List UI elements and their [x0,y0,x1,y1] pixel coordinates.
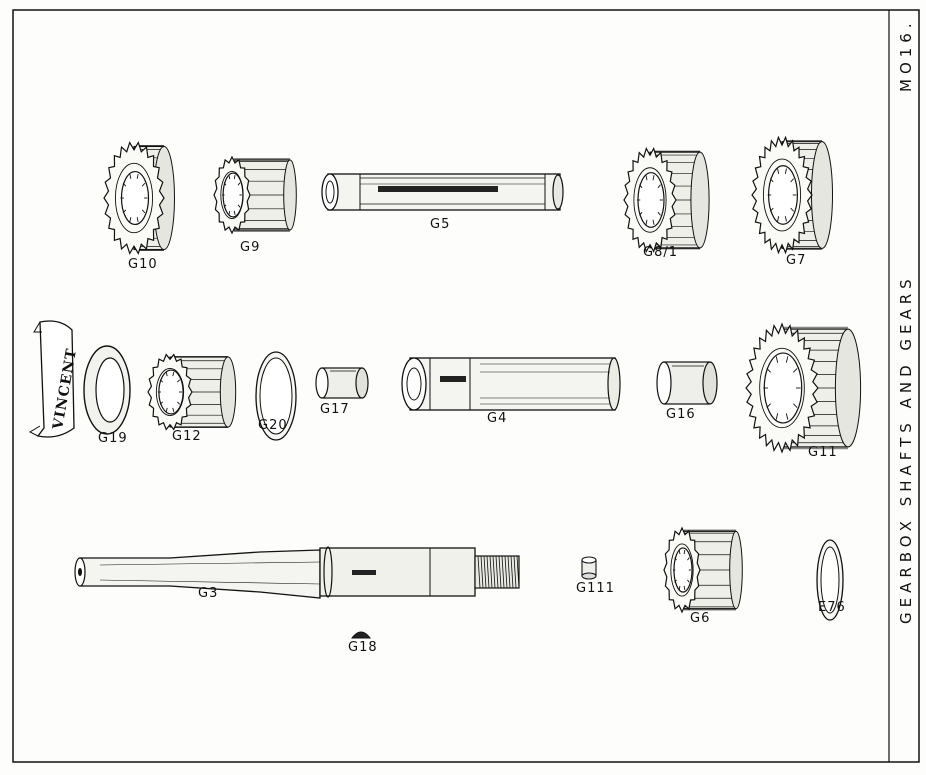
label-g3: G3 [198,586,219,601]
washer-g20 [255,351,297,441]
washer-g19 [83,345,131,435]
label-g5: G5 [430,217,451,232]
label-g10: G10 [128,257,158,272]
label-g16: G16 [666,407,696,422]
gear-g6 [663,526,743,614]
sheet-border [12,9,920,763]
gear-g7 [751,135,833,255]
label-g7: G7 [786,253,807,268]
gear-g8-1 [623,146,710,254]
label-g8-1: G8/1 [643,245,678,260]
mainshaft-g3 [74,546,520,599]
washer-e76 [816,539,844,621]
drawing-title: GEARBOX SHAFTS AND GEARS [897,274,915,624]
label-g4: G4 [487,411,508,426]
gear-g11 [745,322,862,454]
sleeve-shaft-g4 [401,357,621,411]
label-g18: G18 [348,640,378,655]
label-g9: G9 [240,240,261,255]
bush-g16 [656,361,718,405]
label-g17: G17 [320,402,350,417]
label-g12: G12 [172,429,202,444]
gear-g12 [147,353,237,431]
bush-g111 [581,556,597,580]
drawing-code: MO16. [897,18,915,92]
gear-g10 [103,141,175,255]
label-g6: G6 [690,611,711,626]
gear-g9 [213,155,297,235]
bush-g17 [315,367,369,399]
label-g20: G20 [258,418,288,433]
label-g11: G11 [808,445,838,460]
label-e76: E76 [818,600,846,615]
key-g18 [350,631,372,639]
label-g19: G19 [98,431,128,446]
vincent-logo-scroll [28,320,75,438]
shaft-g5 [321,173,564,211]
side-title-strip: MO16. GEARBOX SHAFTS AND GEARS [891,0,922,775]
label-g111: G111 [576,581,615,596]
